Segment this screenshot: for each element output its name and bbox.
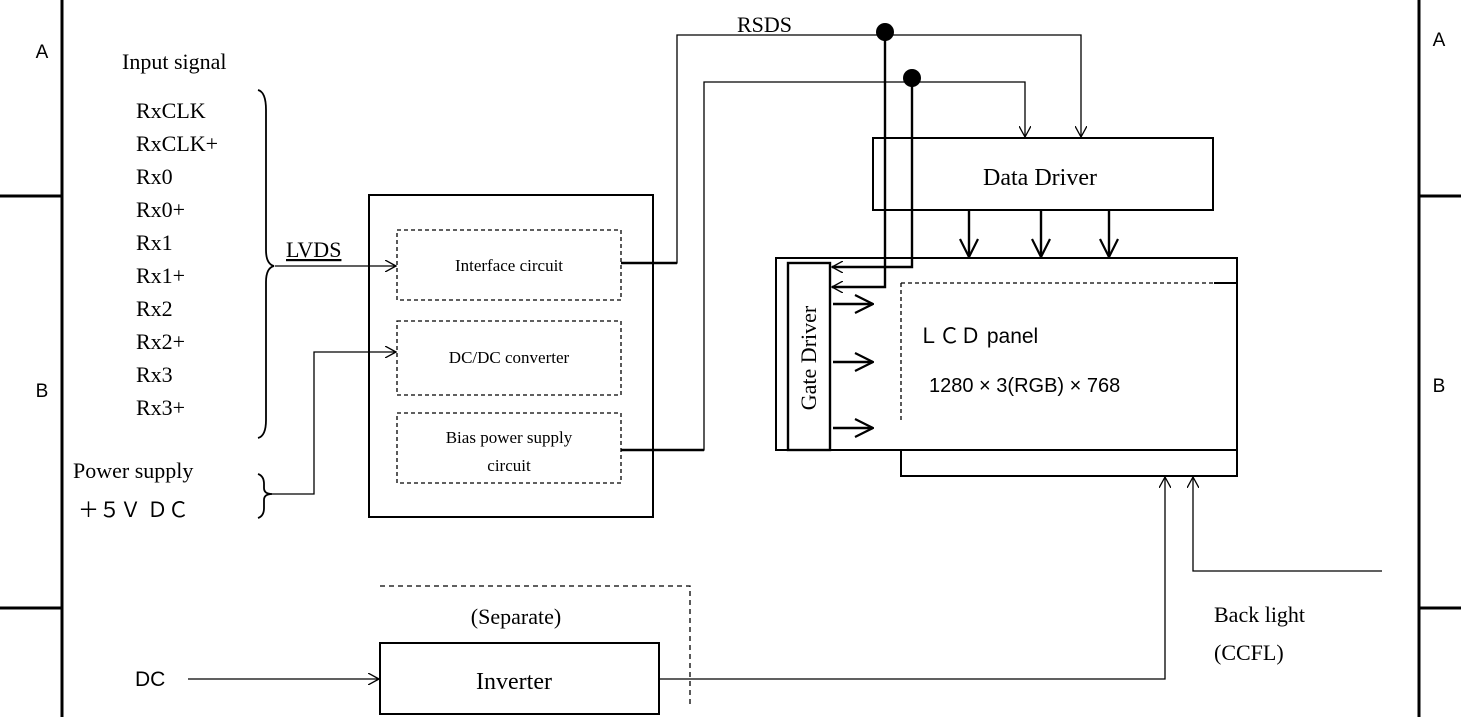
inverter-to-backlight-line bbox=[659, 477, 1165, 680]
data-driver-label: Data Driver bbox=[983, 165, 1097, 191]
power-supply-value: ＋５Ｖ ＤＣ bbox=[78, 499, 189, 522]
signal-item: Rx3+ bbox=[136, 395, 185, 420]
separate-label: (Separate) bbox=[471, 604, 561, 629]
lvds-label: LVDS bbox=[286, 237, 341, 262]
interface-circuit-label: Interface circuit bbox=[455, 256, 563, 275]
signal-item: Rx0+ bbox=[136, 197, 185, 222]
inverter-label: Inverter bbox=[476, 669, 552, 695]
zone-label-left-b: B bbox=[36, 381, 49, 402]
backlight-frame bbox=[900, 282, 1238, 477]
power-supply-label: Power supply bbox=[73, 458, 193, 483]
separate-boundary bbox=[380, 585, 691, 708]
signal-item: Rx3 bbox=[136, 362, 173, 387]
gate-driver-box bbox=[786, 261, 832, 452]
data-driver-output-arrows bbox=[969, 210, 1109, 257]
signal-item: Rx1 bbox=[136, 230, 173, 255]
bias-label-line1: Bias power supply bbox=[446, 428, 573, 447]
dc-input-label: DC bbox=[135, 668, 165, 691]
inverter-box bbox=[379, 642, 660, 715]
signal-item: RxCLK+ bbox=[136, 131, 218, 156]
backlight-return-line bbox=[1193, 477, 1382, 572]
dcdc-converter-label: DC/DC converter bbox=[449, 348, 570, 367]
signal-brace bbox=[257, 89, 275, 439]
gate-driver-label: Gate Driver bbox=[796, 305, 821, 410]
lcd-resolution-label: 1280 × 3(RGB) × 768 bbox=[929, 375, 1120, 397]
bias-power-supply-box bbox=[396, 412, 622, 484]
data-driver-box bbox=[872, 137, 1214, 211]
input-signal-title: Input signal bbox=[122, 49, 227, 74]
backlight-label-line2: (CCFL) bbox=[1214, 640, 1284, 665]
zone-label-right-b: B bbox=[1433, 376, 1446, 397]
signal-item: RxCLK bbox=[136, 98, 206, 123]
dcdc-converter-box bbox=[396, 320, 622, 396]
rsds-label: RSDS bbox=[737, 12, 792, 37]
interface-circuit-box bbox=[396, 229, 622, 301]
bias-to-gate-line bbox=[832, 78, 914, 267]
backlight-label-line1: Back light bbox=[1214, 602, 1305, 627]
zone-label-right-a: A bbox=[1433, 30, 1446, 51]
controller-board bbox=[368, 194, 654, 518]
signal-item: Rx2 bbox=[136, 296, 173, 321]
signal-item: Rx0 bbox=[136, 164, 173, 189]
power-arrow bbox=[272, 352, 396, 495]
signal-item: Rx1+ bbox=[136, 263, 185, 288]
lcd-panel-label: ＬＣＤ panel bbox=[918, 325, 1038, 348]
signal-item: Rx2+ bbox=[136, 329, 185, 354]
rsds-signal-line bbox=[621, 34, 1081, 264]
rsds-to-gate-line bbox=[832, 32, 887, 287]
power-brace bbox=[257, 473, 273, 519]
zone-label-left-a: A bbox=[36, 42, 49, 63]
bias-label-line2: circuit bbox=[487, 456, 531, 475]
gate-driver-output-arrows bbox=[833, 304, 873, 428]
